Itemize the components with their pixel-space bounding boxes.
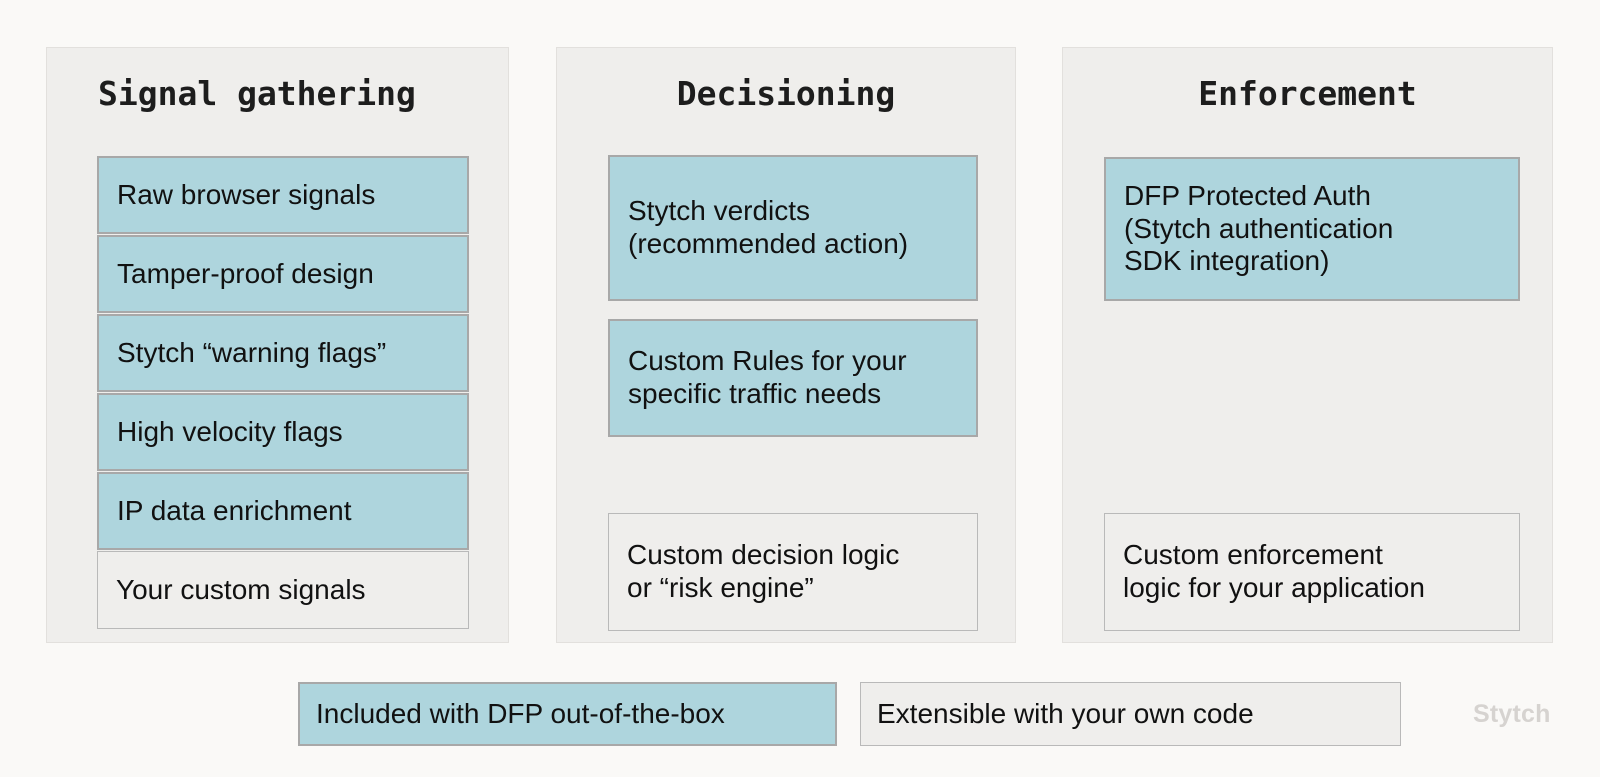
- column-title-decisioning: Decisioning: [676, 74, 896, 113]
- item-label: Your custom signals: [116, 573, 366, 605]
- stytch-watermark: Stytch: [1473, 700, 1551, 728]
- item-label: High velocity flags: [117, 415, 343, 447]
- item-label: Stytch “warning flags”: [117, 336, 387, 368]
- item-box-your-custom-signals: Your custom signals: [97, 551, 469, 629]
- legend-extensible-with-own-code: Extensible with your own code: [860, 682, 1401, 746]
- item-label: IP data enrichment: [117, 494, 352, 526]
- item-box-stytch-warning-flags: Stytch “warning flags”: [97, 314, 469, 392]
- legend-label: Included with DFP out-of-the-box: [316, 698, 725, 729]
- item-box-ip-data-enrichment: IP data enrichment: [97, 472, 469, 550]
- item-box-tamper-proof-design: Tamper-proof design: [97, 235, 469, 313]
- item-box-stytch-verdicts: Stytch verdicts(recommended action): [608, 155, 978, 301]
- column-panel-signal-gathering: Signal gathering Raw browser signals Tam…: [46, 47, 509, 643]
- column-title-enforcement: Enforcement: [1198, 74, 1417, 113]
- column-title-signal-gathering: Signal gathering: [98, 74, 416, 113]
- item-box-high-velocity-flags: High velocity flags: [97, 393, 469, 471]
- legend-included-with-dfp: Included with DFP out-of-the-box: [298, 682, 837, 746]
- column-panel-decisioning: Decisioning Stytch verdicts(recommended …: [556, 47, 1016, 643]
- item-box-raw-browser-signals: Raw browser signals: [97, 156, 469, 234]
- item-label: Raw browser signals: [117, 178, 376, 210]
- item-box-dfp-protected-auth: DFP Protected Auth(Stytch authentication…: [1104, 157, 1520, 301]
- item-label: Tamper-proof design: [117, 257, 374, 289]
- item-label: Stytch verdicts(recommended action): [628, 195, 909, 259]
- legend-label: Extensible with your own code: [877, 698, 1254, 729]
- column-panel-enforcement: Enforcement DFP Protected Auth(Stytch au…: [1062, 47, 1553, 643]
- item-label: DFP Protected Auth(Stytch authentication…: [1124, 179, 1394, 277]
